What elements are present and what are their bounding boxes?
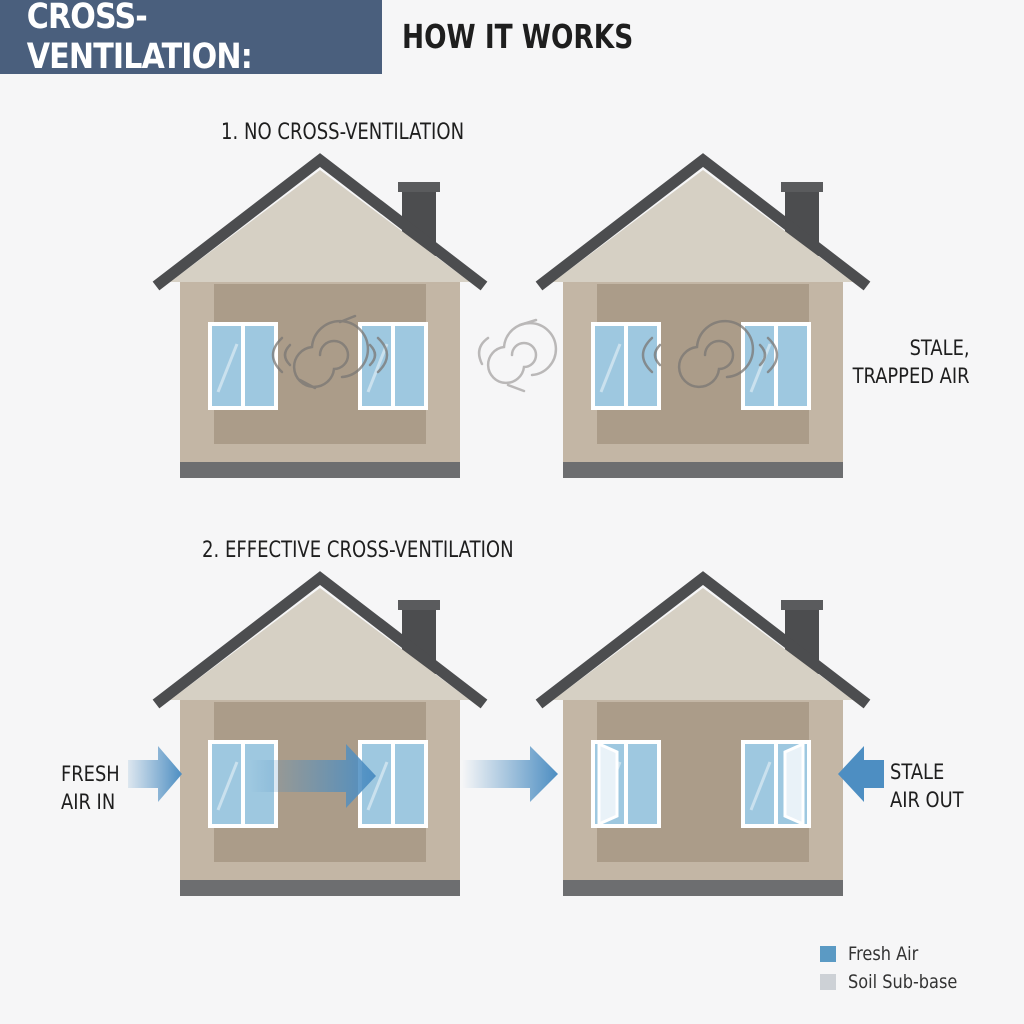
window (208, 322, 278, 410)
house (152, 571, 488, 896)
section-2-label: 2. EFFECTIVE CROSS-VENTILATION (202, 538, 514, 563)
house (535, 571, 871, 896)
house (152, 153, 488, 478)
page-title: CROSS-VENTILATION: (26, 0, 253, 77)
section-1-label: 1. NO CROSS-VENTILATION (221, 120, 465, 145)
stale-air-out-arrow (838, 746, 884, 802)
legend-item-fresh-air: Fresh Air (820, 940, 977, 968)
window (591, 740, 661, 828)
foundation (563, 462, 843, 478)
swirl-icon (641, 319, 779, 389)
stale-trapped-air-label: STALE, TRAPPED AIR (853, 336, 970, 388)
foundation (180, 880, 460, 896)
fresh-air-in-label: FRESH AIR IN (61, 762, 120, 814)
legend: Fresh Air Soil Sub-base (820, 940, 977, 996)
house (535, 153, 871, 478)
title-banner: CROSS-VENTILATION: (0, 0, 382, 77)
stale-air-out-label: STALE AIR OUT (890, 760, 964, 812)
window (358, 322, 428, 410)
window (741, 322, 811, 410)
window (358, 740, 428, 828)
window (208, 740, 278, 828)
legend-swatch (820, 946, 836, 962)
swirl-icon (271, 314, 389, 390)
legend-item-soil-sub-base: Soil Sub-base (820, 968, 977, 996)
roof (152, 571, 488, 709)
roof (535, 571, 871, 709)
page-subtitle: HOW IT WORKS (402, 17, 634, 56)
header: CROSS-VENTILATION: (0, 0, 382, 77)
window (741, 740, 811, 828)
swirl-icon (477, 318, 558, 393)
fresh-air-in-arrow (128, 746, 182, 802)
window (591, 322, 661, 410)
legend-swatch (820, 974, 836, 990)
foundation (180, 462, 460, 478)
roof (152, 153, 488, 291)
foundation (563, 880, 843, 896)
fresh-air-between-arrow (462, 746, 558, 802)
roof (535, 153, 871, 291)
fresh-air-flow-arrow (250, 744, 376, 808)
